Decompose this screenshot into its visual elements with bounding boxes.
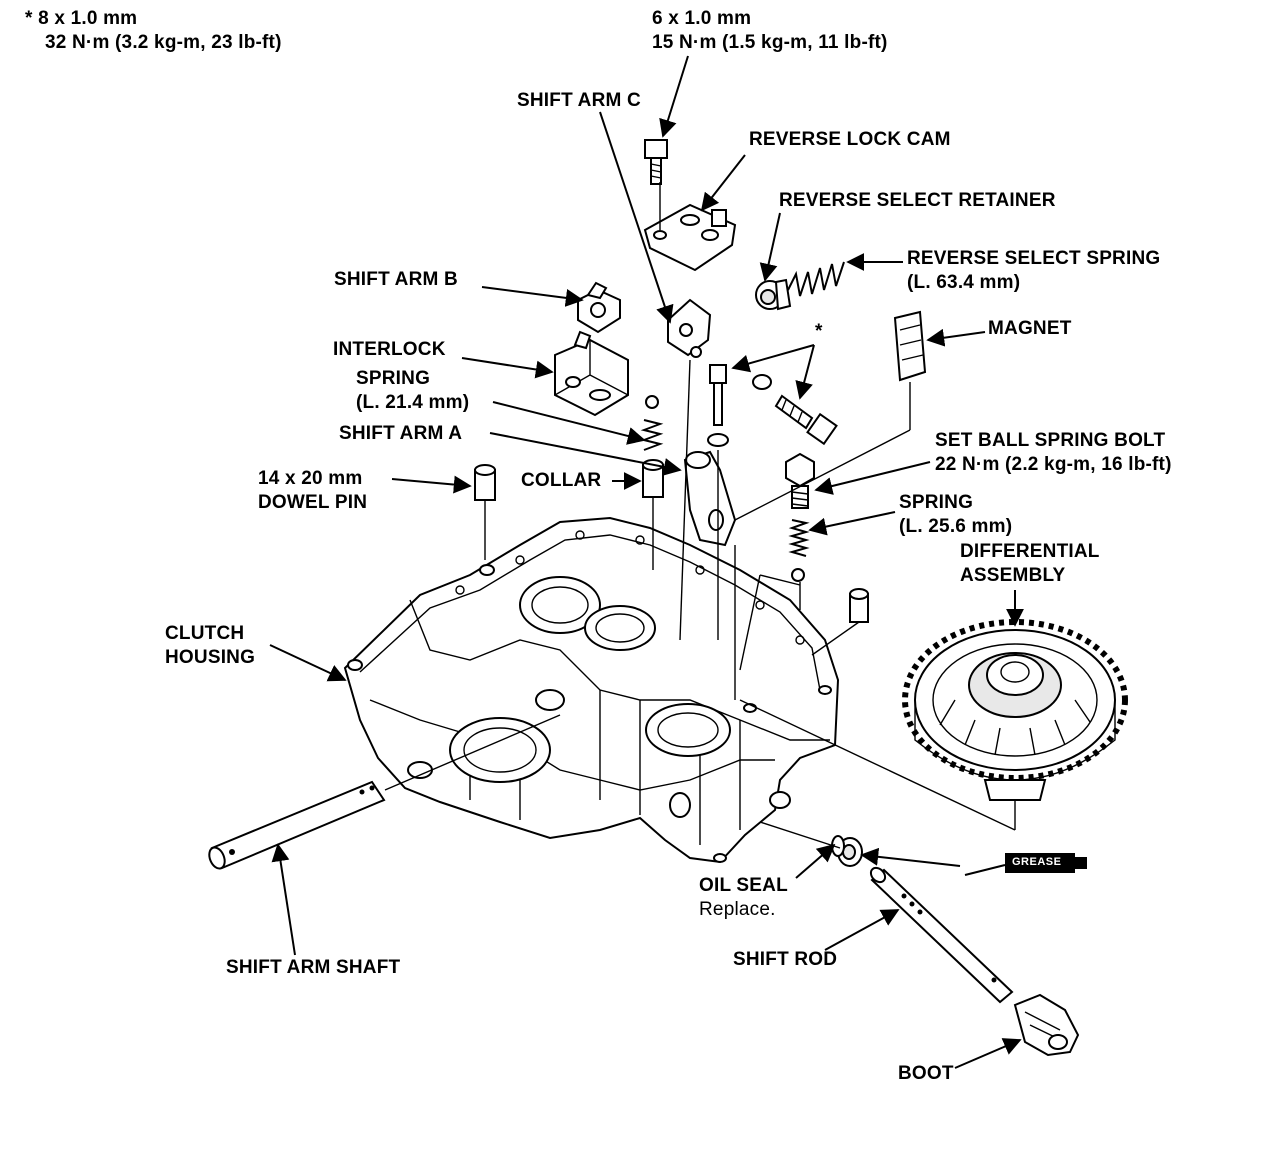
alignment-lines — [384, 182, 1016, 849]
differential-line2: ASSEMBLY — [960, 565, 1066, 586]
differential-line1: DIFFERENTIAL — [960, 541, 1100, 562]
reverse-select-spring-part — [787, 261, 845, 297]
interlock-spring-part — [640, 395, 664, 451]
set-ball-spring-bolt-name: SET BALL SPRING BOLT — [935, 430, 1166, 451]
star-marker: * — [25, 8, 33, 29]
clutch-housing-line2: HOUSING — [165, 647, 256, 668]
star-bolt-size: 8 x 1.0 mm — [38, 8, 138, 29]
label-star-marker: * — [815, 321, 823, 342]
bolt-8x1-part — [774, 394, 838, 446]
interlock-spring-length: (L. 21.4 mm) — [356, 392, 470, 413]
dowel-pin-2-part — [849, 588, 869, 623]
oil-seal-part — [831, 835, 863, 867]
label-clutch-housing: CLUTCH HOUSING — [165, 622, 255, 670]
spring-name: SPRING — [899, 492, 974, 513]
label-shift-rod: SHIFT ROD — [733, 949, 838, 970]
label-spring: SPRING (L. 25.6 mm) — [899, 491, 1012, 539]
shift-arm-shaft-part — [208, 780, 386, 870]
top-bolt-torque: 15 N·m (1.5 kg-m, 11 lb-ft) — [652, 32, 888, 53]
shift-arm-b-part — [577, 281, 621, 334]
clutch-housing — [343, 516, 840, 864]
shift-arm-a-part — [683, 450, 737, 547]
differential-assembly-part — [902, 619, 1128, 801]
dowel-pin-part — [474, 464, 496, 501]
label-set-ball-spring-bolt: SET BALL SPRING BOLT 22 N·m (2.2 kg-m, 1… — [935, 429, 1172, 477]
interlock-spring-name: SPRING — [356, 368, 431, 389]
label-grease: GREASE — [1012, 856, 1062, 868]
label-boot: BOOT — [898, 1063, 954, 1084]
spring-length: (L. 25.6 mm) — [899, 516, 1013, 537]
reverse-select-spring-length: (L. 63.4 mm) — [907, 272, 1021, 293]
label-reverse-select-retainer: REVERSE SELECT RETAINER — [779, 190, 1056, 211]
set-ball-spring-part — [788, 519, 810, 582]
grease-tube-icon — [964, 853, 1087, 876]
reverse-lock-cam-part — [643, 203, 737, 272]
label-collar: COLLAR — [521, 470, 602, 491]
set-ball-spring-bolt-part — [785, 452, 815, 509]
torque-spec-star: * 8 x 1.0 mm 32 N·m (3.2 kg-m, 23 lb-ft) — [25, 7, 282, 55]
shift-rod-part — [869, 866, 1014, 1004]
label-interlock: INTERLOCK — [333, 339, 446, 360]
label-shift-arm-b: SHIFT ARM B — [334, 269, 458, 290]
star-bolt-torque: 32 N·m (3.2 kg-m, 23 lb-ft) — [45, 32, 282, 53]
label-oil-seal: OIL SEAL Replace. — [699, 874, 788, 922]
label-reverse-select-spring: REVERSE SELECT SPRING (L. 63.4 mm) — [907, 247, 1160, 295]
clutch-housing-line1: CLUTCH — [165, 623, 245, 644]
interlock-part — [554, 330, 629, 417]
bolt-part — [707, 364, 772, 447]
torque-spec-top: 6 x 1.0 mm 15 N·m (1.5 kg-m, 11 lb-ft) — [652, 7, 888, 55]
label-differential-assembly: DIFFERENTIAL ASSEMBLY — [960, 540, 1100, 588]
leader-lines — [269, 55, 1024, 1069]
label-shift-arm-shaft: SHIFT ARM SHAFT — [226, 957, 401, 978]
label-magnet: MAGNET — [988, 318, 1072, 339]
reverse-select-retainer-part — [755, 278, 792, 311]
magnet-part — [893, 310, 927, 382]
label-shift-arm-c: SHIFT ARM C — [517, 90, 641, 111]
label-dowel-pin: 14 x 20 mm DOWEL PIN — [258, 467, 367, 515]
dowel-pin-name: DOWEL PIN — [258, 492, 368, 513]
dowel-pin-size: 14 x 20 mm — [258, 468, 363, 489]
label-interlock-spring: SPRING (L. 21.4 mm) — [356, 367, 469, 415]
bolt-6x1-part — [644, 139, 668, 185]
oil-seal-note: Replace. — [699, 899, 776, 920]
set-ball-spring-bolt-torque: 22 N·m (2.2 kg-m, 16 lb-ft) — [935, 454, 1172, 475]
label-shift-arm-a: SHIFT ARM A — [339, 423, 463, 444]
boot-part — [1013, 993, 1080, 1057]
top-bolt-size: 6 x 1.0 mm — [652, 8, 752, 29]
shift-arm-c-part — [667, 298, 712, 358]
oil-seal-name: OIL SEAL — [699, 875, 788, 896]
label-reverse-lock-cam: REVERSE LOCK CAM — [749, 129, 951, 150]
reverse-select-spring-name: REVERSE SELECT SPRING — [907, 248, 1161, 269]
